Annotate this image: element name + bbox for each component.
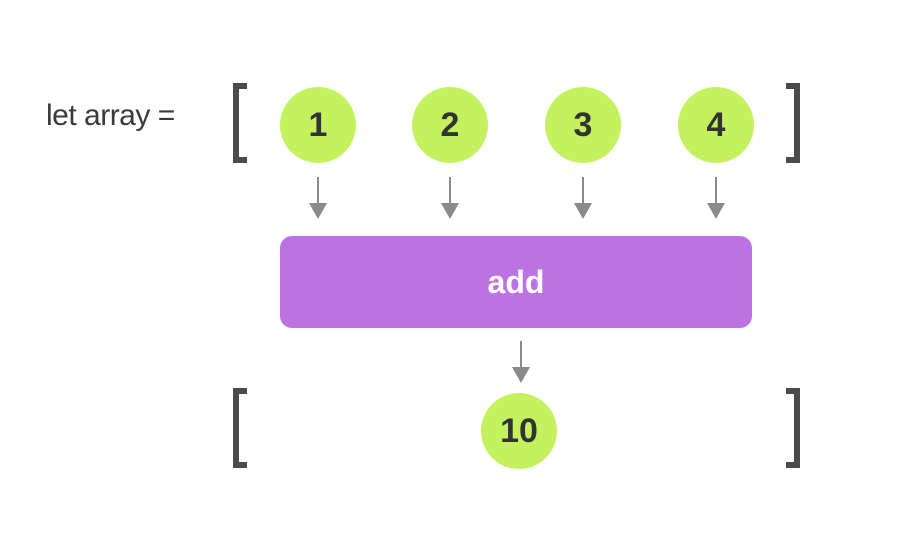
result-array-right-bracket [786, 388, 800, 468]
arrow-add-to-result [512, 341, 530, 383]
input-element-1: 1 [280, 87, 356, 163]
input-element-4: 4 [678, 87, 754, 163]
input-element-2: 2 [412, 87, 488, 163]
result-element: 10 [481, 393, 557, 469]
array-declaration-label: let array = [46, 99, 175, 132]
add-operation-box: add [280, 236, 752, 328]
input-element-3: 3 [545, 87, 621, 163]
arrow-element-1-to-add [309, 177, 327, 219]
input-array-left-bracket [233, 83, 247, 163]
input-array-right-bracket [786, 83, 800, 163]
result-array-left-bracket [233, 388, 247, 468]
arrow-element-3-to-add [574, 177, 592, 219]
arrow-element-4-to-add [707, 177, 725, 219]
arrow-element-2-to-add [441, 177, 459, 219]
